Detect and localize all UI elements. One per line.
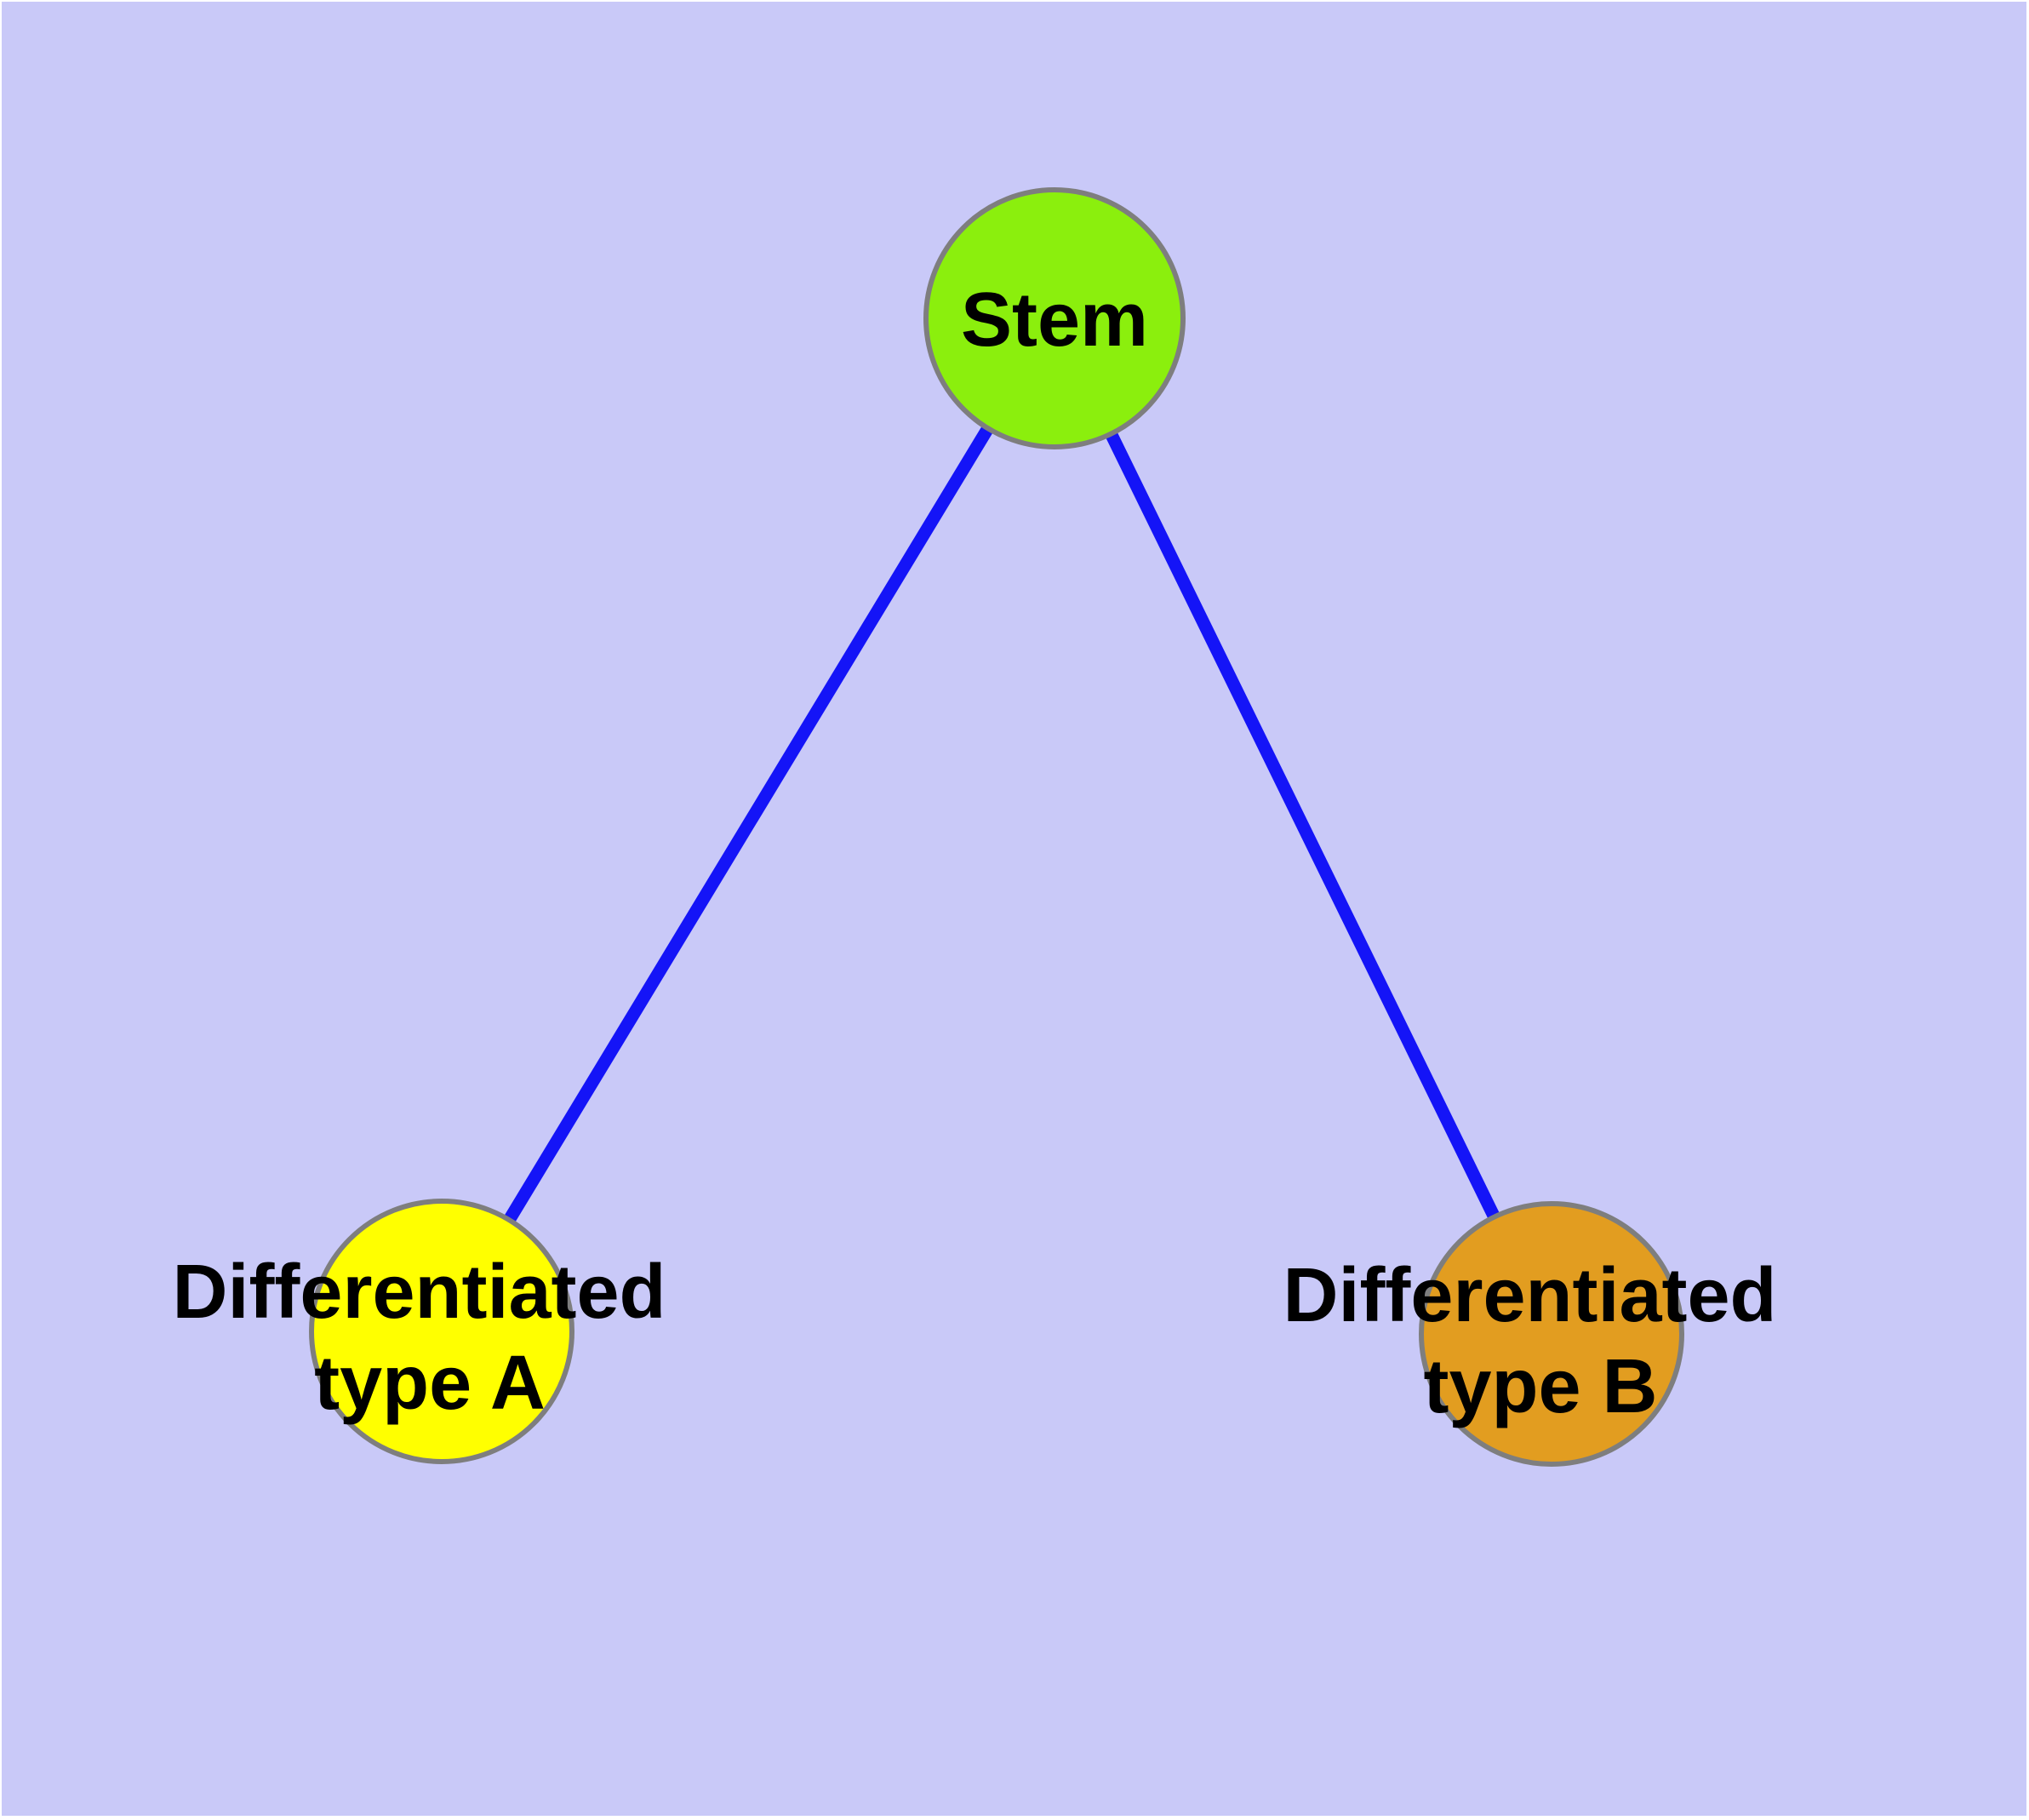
node-stem-label: Stem	[961, 278, 1148, 363]
node-type-a-circle	[309, 1199, 574, 1464]
node-type-b-label-line2: type B	[1423, 1344, 1657, 1429]
node-type-a-label-line1: Differentiated	[172, 1250, 666, 1335]
node-type-b-label: Differentiated type B	[1283, 1253, 1798, 1429]
node-type-b-label-line1: Differentiated	[1283, 1253, 1776, 1338]
node-type-b-circle	[1419, 1201, 1684, 1467]
node-type-a-label-line2: type A	[314, 1341, 546, 1426]
edge-stem-to-type-a	[436, 315, 1060, 1335]
node-stem-circle	[923, 187, 1186, 449]
node-type-a-label: Differentiated type A	[172, 1250, 687, 1426]
edge-stem-to-type-b	[1049, 315, 1557, 1337]
